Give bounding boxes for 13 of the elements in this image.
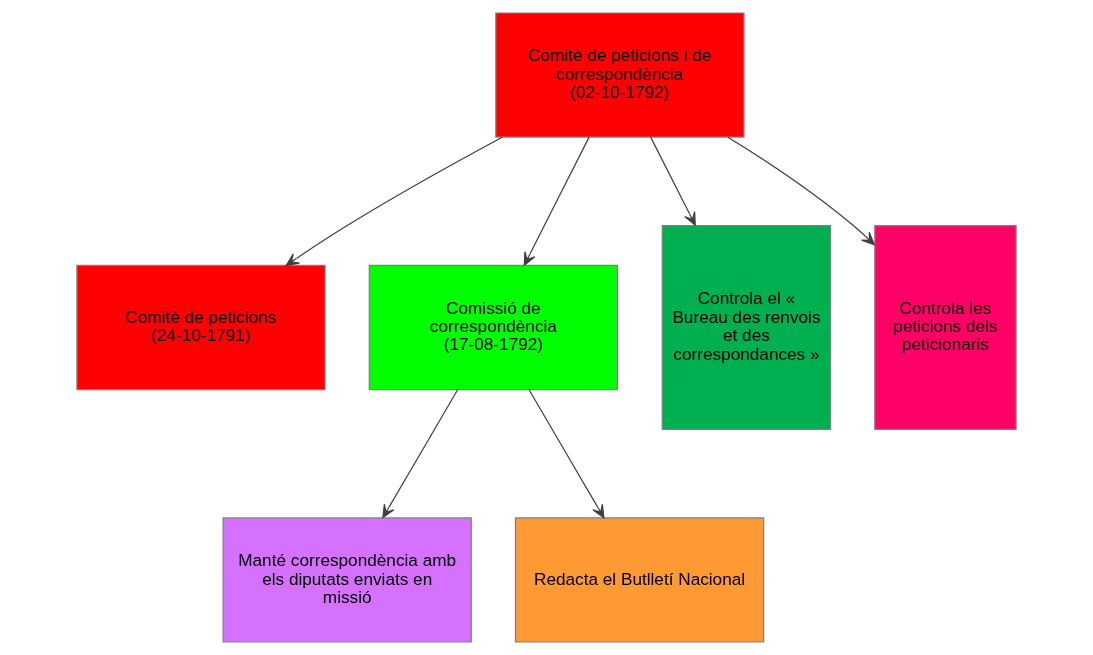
- arrow: [285, 136, 503, 266]
- arrow: [523, 136, 590, 266]
- node-box: Controla les peticions dels peticionaris: [874, 224, 1017, 431]
- node-box: Comitè de peticions i de correspondència (02-10-1792): [495, 12, 745, 138]
- node-box: Comissió de correspondència (17-08-1792): [368, 264, 619, 391]
- node-box: Controla el « Bureau des renvois et des correspondances »: [661, 224, 832, 431]
- arrow: [528, 388, 605, 519]
- node-box: Comitè de peticions (24-10-1791): [76, 264, 326, 391]
- arrow: [727, 136, 875, 246]
- node-box: Redacta el Butlletí Nacional: [514, 517, 765, 643]
- node-box: Manté correspondència amb els diputats enviats en missió: [222, 517, 472, 643]
- arrow: [382, 388, 459, 519]
- arrow: [650, 136, 696, 226]
